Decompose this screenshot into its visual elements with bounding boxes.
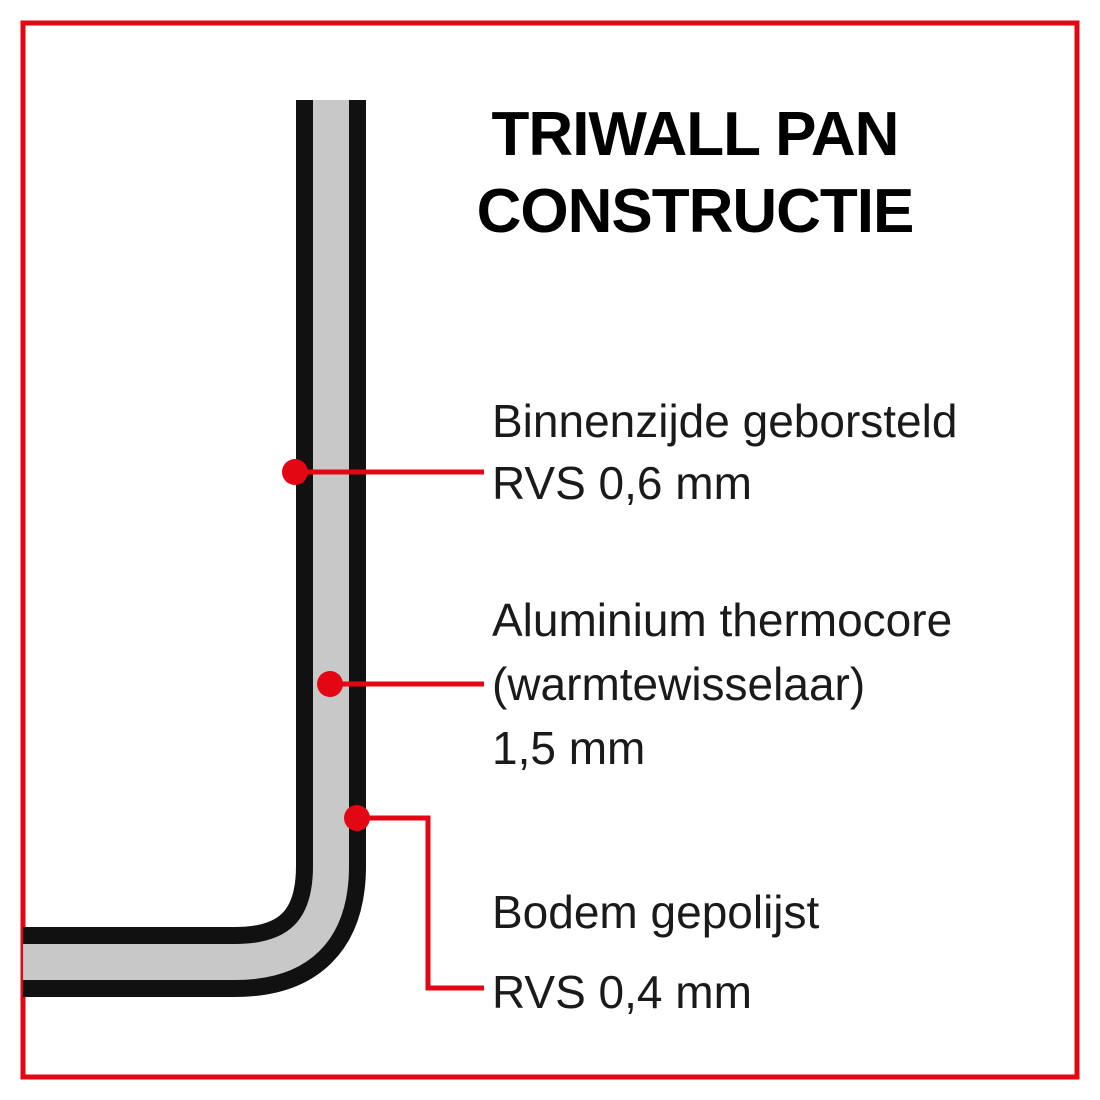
- callout-label-bottom-line-1: Bodem gepolijst: [492, 886, 820, 938]
- callout-label-inner-wall-line-2: RVS 0,6 mm: [492, 457, 752, 509]
- callout-label-inner-wall: Binnenzijde geborsteld RVS 0,6 mm: [492, 390, 957, 514]
- callout-label-bottom-line-2: RVS 0,4 mm: [492, 966, 752, 1018]
- callout-label-bottom: Bodem gepolijst RVS 0,4 mm: [492, 872, 819, 1032]
- page-border: [20, 20, 1080, 1080]
- callout-dot-3-icon: [344, 805, 370, 831]
- callout-line-3: [357, 815, 484, 991]
- pan-wall-outer-layer: [23, 100, 366, 997]
- pan-wall-core-layer: [23, 100, 349, 980]
- diagram-title-line-2: CONSTRUCTIE: [476, 177, 915, 246]
- callout-dot-2-icon: [317, 671, 343, 697]
- callout-label-thermocore: Aluminium thermocore (warmtewisselaar) 1…: [492, 588, 952, 780]
- callout-dot-1-icon: [282, 459, 308, 485]
- diagram-title: TRIWALL PAN CONSTRUCTIE: [380, 96, 1010, 250]
- diagram-title-line-1: TRIWALL PAN: [491, 100, 900, 169]
- callout-label-inner-wall-line-1: Binnenzijde geborsteld: [492, 395, 958, 447]
- callout-label-thermocore-line-2: (warmtewisselaar): [492, 658, 866, 710]
- callout-label-thermocore-line-1: Aluminium thermocore: [492, 594, 953, 646]
- callout-label-thermocore-line-3: 1,5 mm: [492, 722, 646, 774]
